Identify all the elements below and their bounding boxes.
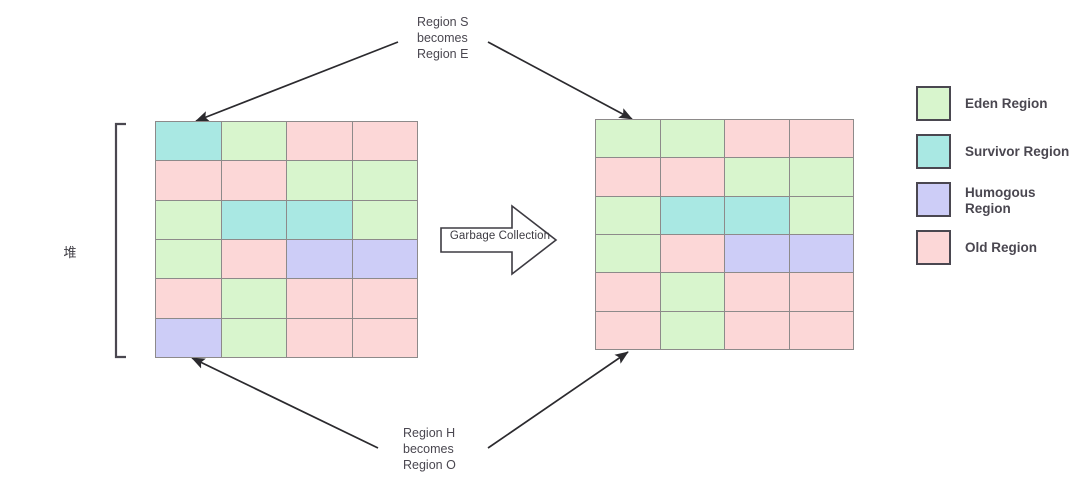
region-cell-old [287, 318, 352, 357]
region-cell-eden [596, 196, 660, 234]
region-cell-eden [156, 239, 221, 279]
legend-swatch-survivor [916, 134, 951, 169]
heap-grid-after-gc [595, 119, 854, 350]
region-cell-old [660, 158, 724, 196]
region-cell-old [352, 318, 417, 357]
region-cell-old [156, 279, 221, 318]
region-cell-old [725, 273, 789, 311]
region-cell-old [789, 120, 853, 158]
region-cell-old [221, 239, 286, 279]
region-cell-eden [221, 279, 286, 318]
region-cell-old [287, 122, 352, 161]
legend-item-old: Old Region [916, 230, 1069, 265]
legend-label-survivor: Survivor Region [965, 143, 1070, 159]
region-cell-eden [660, 311, 724, 349]
region-cell-survivor [725, 196, 789, 234]
garbage-collection-label: Garbage Collection [449, 230, 551, 242]
annotation-region-h-becomes-o: Region H becomes Region O [403, 426, 456, 472]
region-cell-eden [596, 234, 660, 273]
legend-item-humongous: Humogous Region [916, 182, 1069, 217]
region-cell-old [221, 161, 286, 200]
arrow-region-o-to-after [487, 351, 629, 449]
region-cell-old [789, 273, 853, 311]
region-cell-old [725, 311, 789, 349]
region-cell-eden [221, 122, 286, 161]
legend-item-eden: Eden Region [916, 86, 1069, 121]
annotation-region-s-becomes-e: Region S becomes Region E [417, 15, 469, 61]
region-cell-eden [221, 318, 286, 357]
region-cell-eden [287, 161, 352, 200]
region-cell-humongous [789, 234, 853, 273]
region-cell-humongous [725, 234, 789, 273]
arrow-region-e-to-after [487, 41, 633, 120]
region-cell-eden [660, 120, 724, 158]
region-cell-old [660, 234, 724, 273]
legend-swatch-old [916, 230, 951, 265]
region-cell-old [352, 279, 417, 318]
legend-label-humongous: Humogous Region [965, 185, 1036, 216]
region-cell-eden [352, 200, 417, 239]
region-cell-eden [789, 196, 853, 234]
region-cell-old [156, 161, 221, 200]
region-cell-old [789, 311, 853, 349]
heap-grid-before-gc [155, 121, 418, 358]
region-cell-old [596, 158, 660, 196]
region-cell-eden [156, 200, 221, 239]
heap-bracket [114, 122, 126, 359]
legend-label-eden: Eden Region [965, 95, 1048, 111]
region-cell-old [725, 120, 789, 158]
region-cell-eden [789, 158, 853, 196]
legend-label-old: Old Region [965, 239, 1037, 255]
legend-swatch-humongous [916, 182, 951, 217]
region-cell-eden [725, 158, 789, 196]
region-cell-old [596, 311, 660, 349]
region-cell-old [596, 273, 660, 311]
region-cell-eden [660, 273, 724, 311]
region-cell-old [352, 122, 417, 161]
region-cell-survivor [660, 196, 724, 234]
region-cell-eden [352, 161, 417, 200]
arrow-region-h-to-before [191, 357, 379, 449]
region-cell-survivor [287, 200, 352, 239]
region-cell-humongous [287, 239, 352, 279]
region-cell-eden [596, 120, 660, 158]
region-cell-survivor [156, 122, 221, 161]
heap-label: 堆 [63, 245, 77, 260]
region-cell-old [287, 279, 352, 318]
legend-swatch-eden [916, 86, 951, 121]
region-cell-humongous [352, 239, 417, 279]
arrow-region-s-to-before [195, 41, 399, 122]
region-cell-survivor [221, 200, 286, 239]
legend-item-survivor: Survivor Region [916, 134, 1069, 169]
region-cell-humongous [156, 318, 221, 357]
